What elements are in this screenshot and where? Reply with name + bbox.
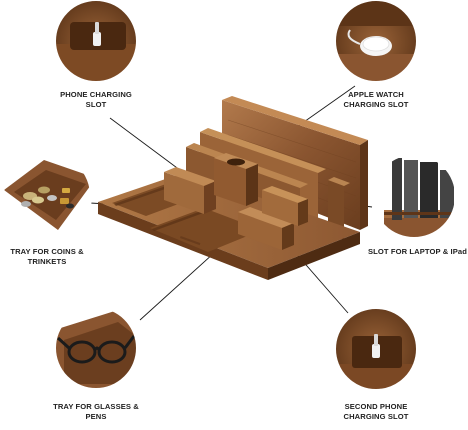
callout-circle-second-phone [335,308,417,390]
label-phone-slot-line2: SLOT [85,100,107,109]
label-second-phone-line1: SECOND PHONE [344,402,408,411]
eyeglasses-icon [56,335,136,364]
phone-block-side [204,181,216,214]
second-phone-block-front [238,212,282,250]
wooden-dock: ▬▬▬ [98,96,368,280]
label-apple-watch-line2: CHARGING SLOT [343,100,409,109]
lightning-connector-icon [372,334,380,358]
callout-circle-glasses-tray [55,307,137,389]
coins-icon [21,186,74,209]
phone-block-top [164,167,216,186]
label-phone-slot-line1: PHONE CHARGING [60,90,132,99]
label-coins-tray-line2: TRINKETS [27,257,67,266]
dock-back-panel-side [360,140,368,230]
dock-divider-3-top [328,177,350,186]
label-second-phone-line2: CHARGING SLOT [343,412,409,421]
glasses-tray-recess [150,208,262,252]
callout-circle-coins-tray [3,152,91,240]
label-coins-tray: TRAY FOR COINS & TRINKETS [4,247,90,267]
label-apple-watch-line1: APPLE WATCH [348,90,404,99]
laptop-in-slot-icon [392,158,454,220]
label-coins-tray-line1: TRAY FOR COINS & [10,247,84,256]
label-glasses-tray-line1: TRAY FOR GLASSES & [53,402,139,411]
watch-charger-puck-icon [347,29,392,56]
label-apple-watch: APPLE WATCH CHARGING SLOT [334,90,418,110]
label-glasses-tray: TRAY FOR GLASSES & PENS [52,402,140,422]
label-glasses-tray-line2: PENS [85,412,107,421]
label-second-phone: SECOND PHONE CHARGING SLOT [334,402,418,422]
lightning-connector-icon [93,22,101,46]
callout-circle-laptop-slot [372,154,456,238]
label-laptop-slot: SLOT FOR LAPTOP & IPad [368,247,467,257]
watch-slot-hole [227,158,245,166]
watch-tower-side [246,164,258,206]
second-phone-block-top [238,207,294,228]
dock-divider-1-top [200,128,326,173]
leader-line-glasses [139,252,215,321]
second-phone-block-side [282,223,294,250]
label-phone-slot: PHONE CHARGING SLOT [58,90,134,110]
label-laptop-slot-line1: SLOT FOR LAPTOP & IPad [368,247,467,256]
dock-back-panel-top [222,96,368,145]
dock-base-front-right [268,232,360,280]
watch-tower-front [214,158,246,206]
